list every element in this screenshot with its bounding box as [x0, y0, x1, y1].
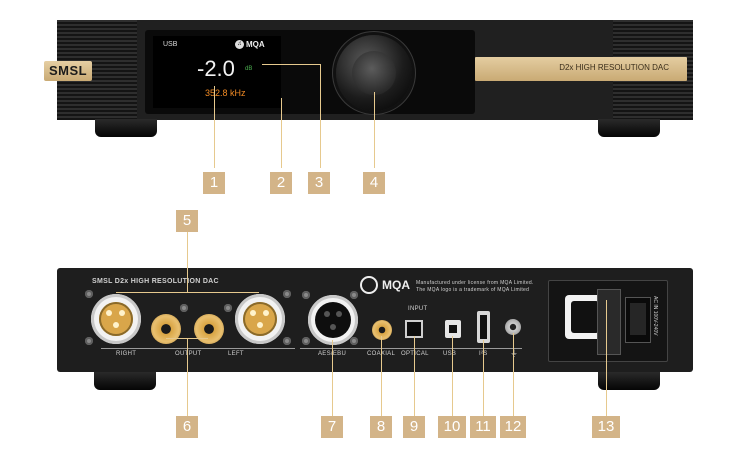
label-usb: USB: [443, 351, 457, 357]
callout-1-line: [214, 86, 215, 168]
front-model-plate: D2x HIGH RESOLUTION DAC: [475, 57, 687, 81]
mqa-logo-icon: [360, 276, 378, 294]
volume-knob[interactable]: [336, 35, 412, 111]
knob-cap: [352, 51, 396, 95]
ground-icon: ⏚: [510, 349, 519, 358]
front-logo-plate: SMSL: [44, 61, 92, 81]
screw: [180, 304, 188, 312]
aes-ebu-input[interactable]: [308, 295, 358, 345]
label-right: RIGHT: [116, 351, 137, 357]
label-left: LEFT: [228, 351, 244, 357]
label-input: INPUT: [408, 306, 428, 312]
callout-3-line-h: [262, 64, 320, 65]
screen-volume-unit: dB: [245, 66, 253, 72]
callout-4: 4: [363, 172, 385, 194]
callout-3: 3: [308, 172, 330, 194]
callout-11-line: [483, 340, 484, 420]
rear-right-foot: [598, 372, 660, 390]
callout-6: 6: [176, 416, 198, 438]
callout-2-line: [281, 98, 282, 168]
power-module: [548, 280, 668, 362]
front-brand-logo: SMSL: [48, 63, 88, 78]
xlr-output-left[interactable]: [235, 294, 285, 344]
rear-mqa-label: MQA: [382, 278, 410, 292]
callout-8-line: [381, 336, 382, 420]
screw: [283, 337, 291, 345]
mqa-notice-line2: The MQA logo is a trademark of MQA Limit…: [416, 287, 530, 293]
callout-5-line: [187, 228, 188, 292]
callout-8: 8: [370, 416, 392, 438]
callout-6-line-h: [166, 338, 208, 339]
label-aes-ebu: AES/EBU: [318, 351, 346, 357]
power-switch[interactable]: [625, 297, 651, 343]
output-group-line: [101, 348, 295, 349]
mqa-badge-icon: ♫: [235, 40, 244, 49]
label-output: OUTPUT: [175, 351, 202, 357]
usb-input[interactable]: [445, 320, 461, 338]
callout-10-line: [452, 336, 453, 420]
screw: [350, 291, 358, 299]
screw: [302, 291, 310, 299]
input-group-line: [300, 348, 522, 349]
callout-13: 13: [592, 416, 620, 438]
front-left-foot: [95, 119, 157, 137]
rear-brand-text: SMSL D2x HIGH RESOLUTION DAC: [92, 278, 219, 285]
fuse-holder[interactable]: [597, 289, 621, 355]
screw: [85, 337, 93, 345]
front-model-text: D2x HIGH RESOLUTION DAC: [559, 63, 669, 72]
screw: [224, 304, 232, 312]
front-right-foot: [598, 119, 660, 137]
callout-12-line: [513, 333, 514, 420]
callout-13-line: [606, 300, 607, 420]
callout-11: 11: [470, 416, 496, 438]
callout-5: 5: [176, 210, 198, 232]
callout-5-line-h: [116, 292, 259, 293]
screw: [350, 337, 358, 345]
callout-7-line: [332, 340, 333, 420]
screw: [283, 290, 291, 298]
rca-output-right[interactable]: [151, 314, 181, 344]
i2s-input[interactable]: [477, 311, 490, 343]
callout-9: 9: [403, 416, 425, 438]
callout-6-line: [187, 338, 188, 420]
callout-9-line: [414, 336, 415, 420]
callout-12: 12: [500, 416, 526, 438]
display-screen: USB ♫ MQA -2.0 dB 352.8 kHz: [153, 36, 281, 108]
ground-terminal[interactable]: [505, 319, 521, 335]
rca-output-left[interactable]: [194, 314, 224, 344]
coaxial-input[interactable]: [372, 320, 392, 340]
display-bezel: USB ♫ MQA -2.0 dB 352.8 kHz: [145, 30, 475, 114]
ac-in-label: AC IN 100V-240V: [652, 296, 658, 336]
mqa-notice-line1: Manufactured under license from MQA Limi…: [416, 280, 534, 286]
callout-10: 10: [438, 416, 466, 438]
callout-7: 7: [321, 416, 343, 438]
screen-mqa-label: MQA: [246, 40, 265, 49]
screen-sample-rate: 352.8 kHz: [205, 88, 246, 98]
callout-3-line-v: [320, 64, 321, 168]
callout-2: 2: [270, 172, 292, 194]
callout-4-line: [374, 92, 375, 168]
label-coaxial: COAXIAL: [367, 351, 395, 357]
screw: [85, 290, 93, 298]
rear-left-foot: [94, 372, 156, 390]
callout-1: 1: [203, 172, 225, 194]
screen-volume-value: -2.0: [197, 56, 235, 81]
screw: [302, 337, 310, 345]
xlr-output-right[interactable]: [91, 294, 141, 344]
screen-source-label: USB: [163, 41, 178, 48]
